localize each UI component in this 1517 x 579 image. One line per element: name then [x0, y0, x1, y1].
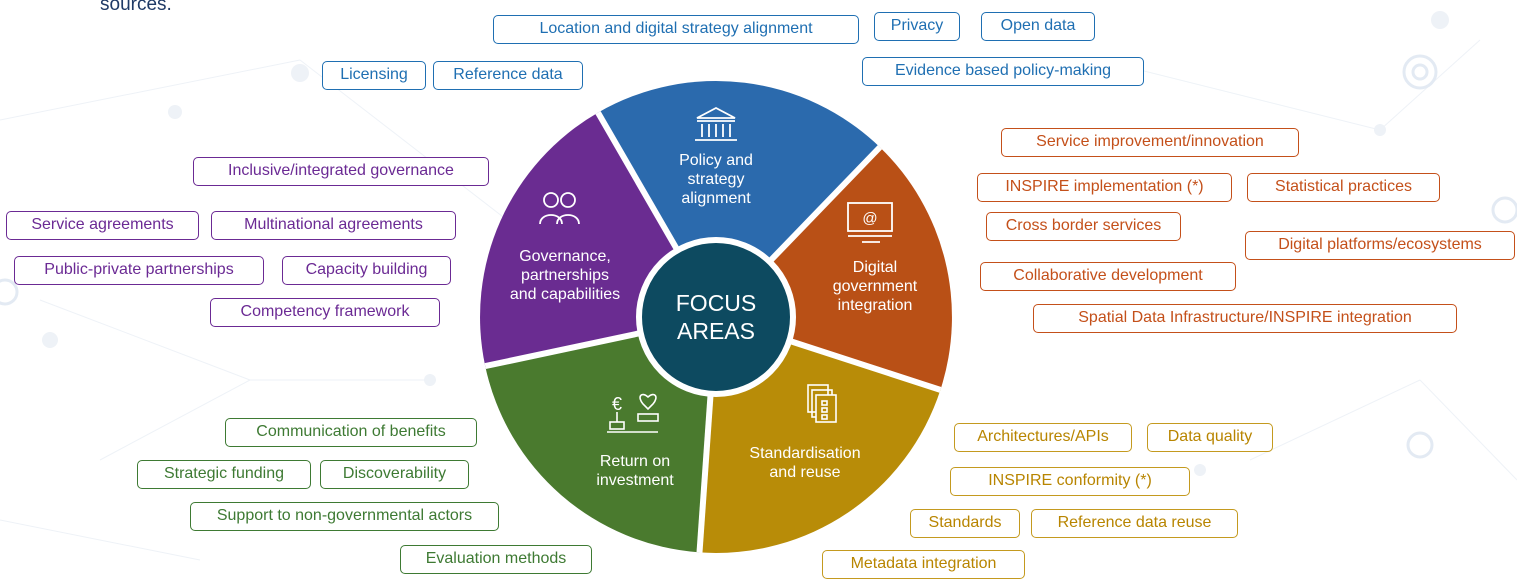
- tag-evaluation-methods: Evaluation methods: [400, 545, 592, 574]
- tag-strategic-funding: Strategic funding: [137, 460, 311, 489]
- tag-communication-benefits: Communication of benefits: [225, 418, 477, 447]
- tag-collaborative-development: Collaborative development: [980, 262, 1236, 291]
- tag-service-agreements: Service agreements: [6, 211, 199, 240]
- svg-text:€: €: [612, 394, 622, 414]
- segment-label-governance: Governance, partnerships and capabilitie…: [509, 248, 621, 303]
- tag-inspire-implementation: INSPIRE implementation (*): [977, 173, 1232, 202]
- tag-privacy: Privacy: [874, 12, 960, 41]
- segment-roi: [485, 317, 716, 553]
- people-icon: [539, 192, 580, 225]
- tag-location-digital-strategy: Location and digital strategy alignment: [493, 15, 859, 44]
- tag-discoverability: Discoverability: [320, 460, 469, 489]
- document-stack-icon: [807, 384, 837, 423]
- tag-sdi-inspire-integration: Spatial Data Infrastructure/INSPIRE inte…: [1033, 304, 1457, 333]
- tag-multinational-agreements: Multinational agreements: [211, 211, 456, 240]
- tag-service-improvement: Service improvement/innovation: [1001, 128, 1299, 157]
- tag-inspire-conformity: INSPIRE conformity (*): [950, 467, 1190, 496]
- tag-competency-framework: Competency framework: [210, 298, 440, 327]
- intro-text-fragment: sources.: [100, 0, 172, 15]
- tag-data-quality: Data quality: [1147, 423, 1273, 452]
- svg-text:@: @: [862, 210, 877, 227]
- segment-label-standardisation: Standardisation and reuse: [749, 445, 861, 481]
- focus-areas-center-disc: [636, 237, 796, 397]
- tag-metadata-integration: Metadata integration: [822, 550, 1025, 579]
- tag-reference-data-reuse: Reference data reuse: [1031, 509, 1238, 538]
- tag-standards: Standards: [910, 509, 1020, 538]
- tag-inclusive-governance: Inclusive/integrated governance: [193, 157, 489, 186]
- segment-label-return-investment: Return on investment: [596, 453, 674, 489]
- tag-licensing: Licensing: [322, 61, 426, 90]
- tag-reference-data: Reference data: [433, 61, 583, 90]
- tag-evidence-based-policy: Evidence based policy-making: [862, 57, 1144, 86]
- euro-heart-scale-icon: €: [607, 393, 659, 433]
- government-building-icon: [695, 106, 737, 141]
- segment-label-policy-strategy: Policy and strategy alignment: [679, 152, 753, 207]
- tag-digital-platforms: Digital platforms/ecosystems: [1245, 231, 1515, 260]
- tag-architectures-apis: Architectures/APIs: [954, 423, 1132, 452]
- tag-cross-border-services: Cross border services: [986, 212, 1181, 241]
- computer-at-sign-icon: @: [847, 202, 893, 243]
- focus-areas-label: FOCUS AREAS: [675, 290, 757, 344]
- segment-label-digital-government: Digital government integration: [832, 259, 918, 314]
- tag-public-private-partnerships: Public-private partnerships: [14, 256, 264, 285]
- tag-support-non-governmental: Support to non-governmental actors: [190, 502, 499, 531]
- tag-statistical-practices: Statistical practices: [1247, 173, 1440, 202]
- tag-capacity-building: Capacity building: [282, 256, 451, 285]
- tag-open-data: Open data: [981, 12, 1095, 41]
- segment-policy: [598, 80, 880, 317]
